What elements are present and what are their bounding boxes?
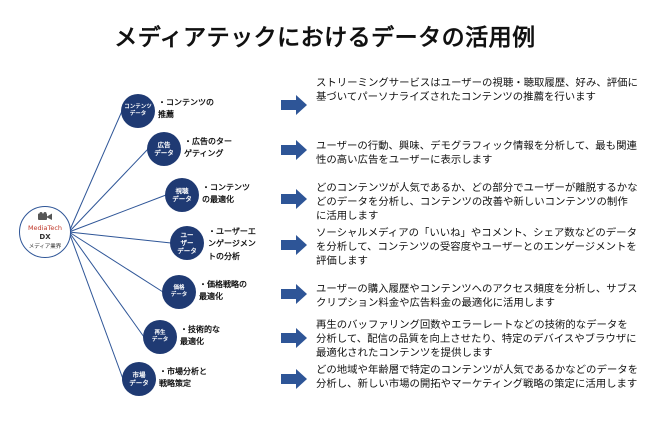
node-content-data: コンテンツ データ <box>121 94 155 128</box>
node-user-data: ユー ザー データ <box>170 226 204 260</box>
node-price-data: 価格 データ <box>162 275 196 309</box>
usecase-label: ・広告のター ゲティング <box>184 137 232 159</box>
connector-line <box>68 110 123 233</box>
arrow-right-icon <box>281 189 307 209</box>
usecase-description: ストリーミングサービスはユーザーの視聴・聴取履歴、好み、評価に基づいてパーソナラ… <box>316 77 638 103</box>
mediatech-dx-hub: MediaTech DX メディア業界 <box>19 206 71 258</box>
arrow-right-icon <box>281 284 307 304</box>
connector-line <box>68 148 149 233</box>
arrow-right-icon <box>281 328 307 348</box>
node-playback-data: 再生 データ <box>143 320 177 354</box>
usecase-label: ・コンテンツの 推薦 <box>158 98 214 120</box>
arrow-right-icon <box>281 95 307 115</box>
hub-label-mediatech: MediaTech <box>27 224 63 232</box>
usecase-description: どの地域や年齢層で特定のコンテンツが人気であるかなどのデータを分析し、新しい市場… <box>316 364 639 390</box>
usecase-label: ・技術的な 最適化 <box>180 325 220 347</box>
node-ad-data: 広告 データ <box>147 132 181 166</box>
connector-line <box>68 194 167 233</box>
connector-line <box>68 231 145 338</box>
usecase-description: 再生のバッファリング回数やエラーレートなどの技術的なデータを分析して、配信の品質… <box>316 319 637 359</box>
page-title: メディアテックにおけるデータの活用例 <box>114 25 536 51</box>
hub-label-industry: メディア業界 <box>28 244 62 250</box>
arrow-right-icon <box>281 369 307 389</box>
hub-label-dx: DX <box>39 233 51 241</box>
usecase-description: ソーシャルメディアの「いいね」やコメント、シェア数などのデータを分析して、コンテ… <box>316 227 637 267</box>
node-market-data: 市場 データ <box>122 362 156 396</box>
video-camera-icon <box>38 212 52 220</box>
arrow-right-icon <box>281 235 307 255</box>
usecase-label: ・市場分析と 戦略策定 <box>159 367 207 389</box>
connector-line <box>68 231 124 380</box>
usecase-label: ・価格戦略の 最適化 <box>199 280 247 302</box>
connector-line <box>68 231 172 244</box>
arrow-right-icon <box>281 140 307 160</box>
usecase-label: ・ユーザーエ ンゲージメン トの分析 <box>208 227 256 261</box>
usecase-description: ユーザーの行動、興味、デモグラフィック情報を分析して、最も関連性の高い広告をユー… <box>316 140 637 166</box>
node-viewing-data: 視聴 データ <box>165 178 199 212</box>
usecase-description: どのコンテンツが人気であるか、どの部分でユーザーが離脱するかなどのデータを分析し… <box>316 182 638 222</box>
usecase-label: ・コンテンツ の最適化 <box>202 183 250 205</box>
connector-line <box>68 231 164 293</box>
usecase-description: ユーザーの購入履歴やコンテンツへのアクセス頻度を分析し、サブスクリプション料金や… <box>316 283 638 309</box>
